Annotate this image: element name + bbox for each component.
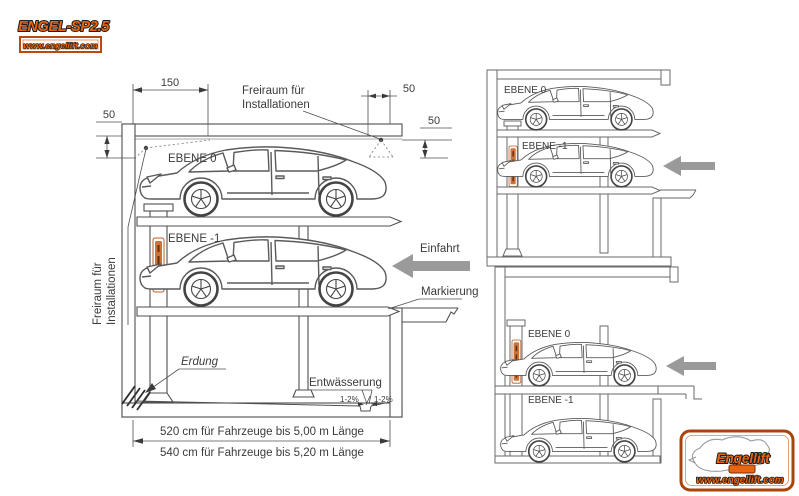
gmbh-badge	[728, 464, 756, 474]
product-logo-box	[19, 36, 102, 53]
panel1-label-ebene-minus1: EBENE -1	[522, 141, 568, 152]
dim-length-540: 540 cm für Fahrzeuge bis 5,20 m Länge	[160, 447, 364, 459]
left-wall	[121, 123, 136, 418]
dim-150: 150	[132, 77, 209, 124]
svg-text:50: 50	[103, 109, 115, 121]
right-pit-wall	[389, 307, 403, 418]
einfahrt-annotation: Einfahrt	[392, 243, 470, 278]
company-logo: Engellift www.engellift.com	[679, 429, 795, 492]
product-logo: ENGEL-SP2.5 www.engellift.com	[17, 18, 112, 53]
main-section-diagram: EBENE 0 EBENE -1 150 50 50	[92, 77, 479, 459]
freiraum-top-note: Freiraum für Installationen	[242, 85, 394, 158]
car-lower	[138, 235, 388, 307]
panel2-pit-floor	[494, 455, 661, 464]
panel2-ground-slab	[494, 385, 659, 395]
pit-structure	[121, 123, 459, 418]
panel-top-right: EBENE 0 EBENE -1	[486, 69, 715, 267]
panel2-ground-ledge	[658, 385, 702, 400]
lower-platform	[136, 306, 401, 317]
company-logo-website: www.engellift.com	[696, 475, 784, 486]
dove-icon	[687, 436, 770, 472]
platforms	[136, 216, 403, 317]
panel1-floor	[486, 256, 672, 267]
ground-ledge	[402, 307, 459, 323]
erdung-label: Erdung	[181, 356, 219, 368]
panel2-label-ebene-minus1: EBENE -1	[528, 395, 574, 406]
company-logo-brand: Engellift	[716, 451, 770, 466]
panel1-lower-platform	[496, 186, 662, 195]
dim-50-right: 50	[402, 115, 452, 159]
panel1-upper-platform	[496, 129, 662, 138]
freiraum-top-line1: Freiraum für	[242, 85, 305, 97]
product-logo-website: www.engellift.com	[23, 41, 98, 51]
entwaesserung-label: Entwässerung	[309, 377, 382, 389]
panel2-car-lower	[499, 417, 658, 463]
label-ebene-minus1: EBENE -1	[168, 233, 220, 245]
front-column	[149, 206, 168, 398]
markierung-label: Markierung	[421, 286, 479, 298]
panel2-ceiling	[494, 266, 679, 278]
panel2-label-ebene0: EBENE 0	[528, 329, 571, 340]
freiraum-left-line1: Freiraum für	[92, 262, 104, 325]
slope-left-label: 1-2%	[340, 395, 359, 404]
front-column-cap	[143, 203, 174, 212]
dim-length-520: 520 cm für Fahrzeuge bis 5,00 m Länge	[160, 426, 364, 438]
panel1-label-ebene0: EBENE 0	[504, 85, 547, 96]
svg-text:50: 50	[403, 83, 415, 95]
freiraum-left-line2: Installationen	[106, 257, 118, 325]
panel2-pit-wall	[652, 398, 662, 464]
product-logo-title: ENGEL-SP2.5	[18, 19, 110, 35]
einfahrt-label: Einfahrt	[420, 243, 460, 255]
markierung-annotation: Markierung	[387, 286, 479, 310]
freiraum-top-line2: Installationen	[242, 99, 310, 111]
entwaesserung-annotation: Entwässerung 1-2% 1-2%	[134, 377, 393, 412]
dim-50-top-right: 50	[361, 83, 415, 124]
panel2-entry-arrow-icon	[666, 356, 716, 376]
panel-bottom-right: EBENE 0 EBENE -1	[494, 266, 716, 464]
panel1-ground-ledge	[660, 189, 697, 199]
svg-text:150: 150	[161, 77, 179, 89]
upper-platform	[136, 216, 403, 227]
length-dimensions: 520 cm für Fahrzeuge bis 5,00 m Länge 54…	[132, 420, 391, 459]
dim-50-left: 50	[96, 109, 136, 159]
panel2-car-upper	[499, 341, 658, 387]
svg-text:50: 50	[428, 115, 440, 127]
panel1-ceiling	[486, 69, 671, 80]
panel1-left-wall	[486, 69, 498, 267]
label-ebene0: EBENE 0	[168, 153, 217, 165]
panel1-entry-arrow-icon	[663, 156, 715, 176]
ceiling-slab	[121, 123, 403, 137]
slope-right-label: 1-2%	[374, 395, 393, 404]
panel1-car-lower	[496, 142, 655, 188]
panel1-pit-wall	[652, 197, 662, 258]
freiraum-left-note: Freiraum für Installationen	[92, 139, 211, 325]
entry-arrow-icon	[392, 254, 470, 278]
